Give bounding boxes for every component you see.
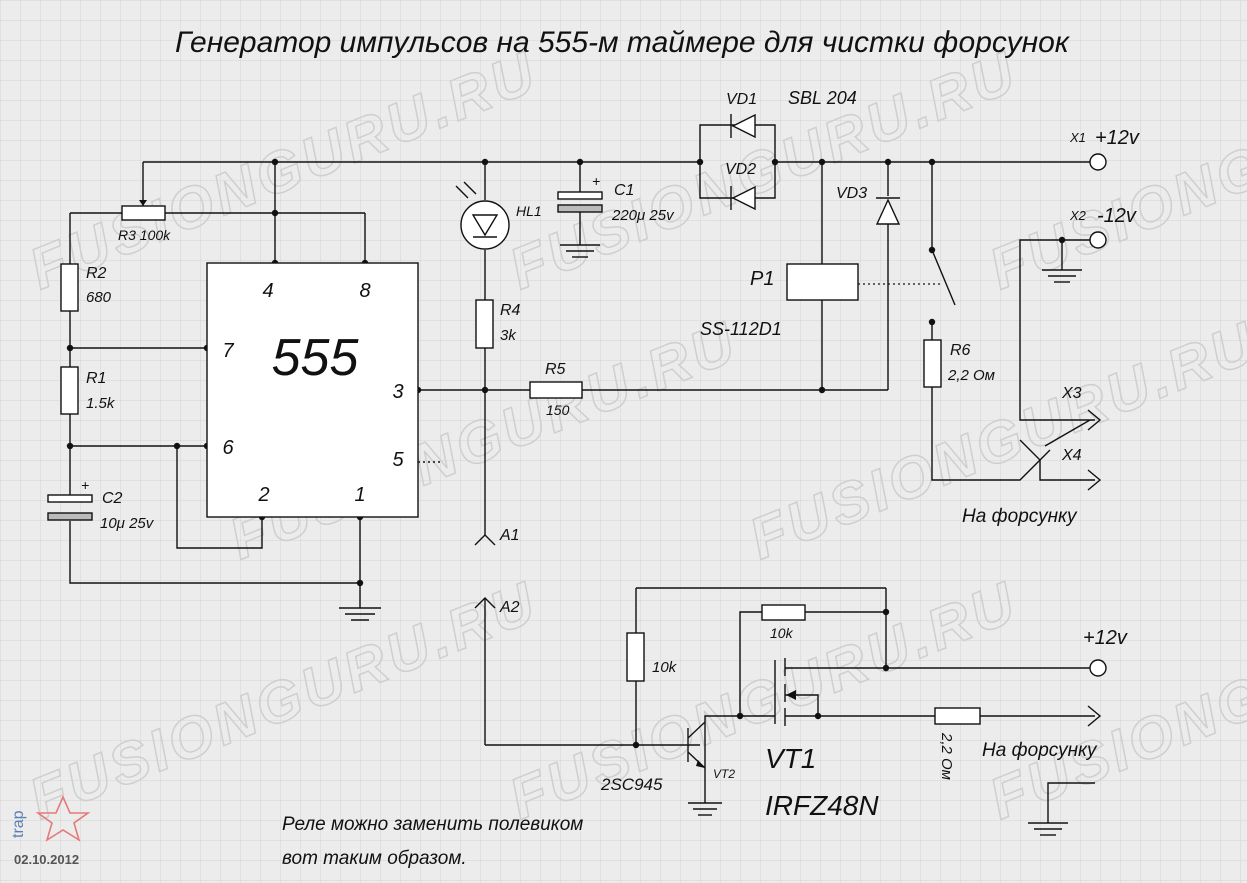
led-hl1: HL1: [455, 181, 542, 250]
resistor-load: 2,2 Ом: [934, 707, 981, 780]
svg-text:02.10.2012: 02.10.2012: [14, 852, 79, 867]
svg-text:+12v: +12v: [1095, 127, 1140, 149]
svg-text:R4: R4: [500, 302, 521, 319]
diode-bridge: VD1 VD2 SBL 204: [725, 88, 857, 211]
terminal-12v-bottom: +12v: [1083, 627, 1128, 677]
diode-vd3: VD3: [836, 185, 901, 225]
capacitor-c2: + C2 10μ 25v: [47, 477, 155, 532]
svg-text:trap: trap: [10, 810, 27, 838]
resistor-r5: R5 150: [529, 361, 583, 418]
svg-text:FUSIONGURU.RU: FUSIONGURU.RU: [21, 569, 548, 832]
resistor-gate: 10k: [761, 604, 806, 641]
svg-text:HL1: HL1: [516, 203, 542, 219]
capacitor-c1: + C1 220μ 25v: [557, 173, 675, 258]
terminal-a2: A2: [499, 599, 520, 616]
terminal-x1: X1 +12v: [1069, 127, 1140, 171]
pin-2-label: 2: [257, 484, 269, 506]
svg-text:R1: R1: [86, 370, 106, 387]
terminal-x2: X2 -12v: [1042, 205, 1137, 283]
author-stamp: trap 02.10.2012: [10, 795, 91, 867]
ic-555-label: 555: [272, 329, 360, 387]
svg-text:X4: X4: [1061, 447, 1082, 464]
svg-text:VT2: VT2: [713, 767, 735, 781]
svg-text:C2: C2: [102, 490, 123, 507]
svg-text:X3: X3: [1061, 385, 1082, 402]
wires-top: [69, 124, 1095, 608]
pin-8-label: 8: [359, 280, 370, 302]
pin-4-label: 4: [262, 280, 273, 302]
terminal-a1: A1: [474, 527, 520, 546]
svg-text:SS-112D1: SS-112D1: [700, 319, 782, 339]
svg-text:2SC945: 2SC945: [600, 775, 663, 794]
page-title: Генератор импульсов на 555-м таймере для…: [175, 26, 1071, 59]
svg-text:R5: R5: [545, 361, 566, 378]
injector-label-top: На форсунку: [962, 506, 1078, 527]
relay-contact: [931, 249, 956, 306]
resistor-r4: R4 3k: [475, 299, 521, 349]
svg-text:VD3: VD3: [836, 185, 867, 202]
svg-text:C1: C1: [614, 182, 634, 199]
svg-text:2,2 Ом: 2,2 Ом: [938, 732, 955, 780]
svg-text:A1: A1: [499, 527, 520, 544]
resistor-r6: R6 2,2 Ом: [923, 339, 995, 388]
svg-text:R3 100k: R3 100k: [118, 227, 171, 243]
resistor-r3: R3 100k: [118, 200, 171, 243]
svg-text:VD2: VD2: [725, 161, 756, 178]
star-icon: [35, 795, 91, 842]
note-line-1: Реле можно заменить полевиком: [282, 814, 583, 835]
terminal-x4: X4: [1061, 447, 1102, 491]
pin-5-label: 5: [392, 449, 404, 471]
svg-text:VT1: VT1: [765, 743, 816, 774]
svg-text:FUSIONGURU.RU: FUSIONGURU.RU: [981, 569, 1247, 832]
svg-text:R2: R2: [86, 265, 107, 282]
svg-text:10k: 10k: [770, 625, 794, 641]
svg-text:IRFZ48N: IRFZ48N: [765, 790, 879, 821]
injector-output-bottom: На форсунку: [982, 705, 1102, 761]
resistor-r1: R1 1.5k: [60, 366, 116, 415]
pin-7-label: 7: [222, 340, 234, 362]
svg-text:2,2 Ом: 2,2 Ом: [947, 367, 995, 384]
wires-bottom: [474, 587, 1095, 823]
terminal-x3: X3: [1061, 385, 1102, 431]
svg-text:1.5k: 1.5k: [86, 395, 116, 412]
pin-6-label: 6: [222, 437, 234, 459]
svg-text:FUSIONGURU.RU: FUSIONGURU.RU: [741, 309, 1247, 572]
pin-3-label: 3: [392, 381, 403, 403]
svg-text:150: 150: [546, 402, 570, 418]
ground-symbol-1: [339, 607, 381, 621]
svg-text:3k: 3k: [500, 327, 517, 344]
note-line-2: вот таким образом.: [282, 848, 467, 869]
svg-text:-12v: -12v: [1097, 205, 1137, 227]
svg-text:+: +: [592, 173, 600, 189]
mosfet-vt1: VT1 IRFZ48N: [765, 658, 879, 821]
svg-text:VD1: VD1: [726, 91, 757, 108]
svg-text:R6: R6: [950, 342, 971, 359]
svg-text:На форсунку: На форсунку: [982, 740, 1098, 761]
svg-text:220μ 25v: 220μ 25v: [611, 207, 675, 224]
transistor-vt2: 2SC945 VT2: [600, 721, 735, 816]
svg-text:+: +: [81, 477, 89, 493]
ic-555: [206, 262, 419, 518]
svg-text:+12v: +12v: [1083, 627, 1128, 649]
svg-text:680: 680: [86, 289, 112, 306]
pin-1-label: 1: [354, 484, 365, 506]
resistor-r2: R2 680: [60, 263, 112, 312]
ground-symbol-bottom: [1028, 822, 1068, 836]
svg-text:10μ 25v: 10μ 25v: [100, 515, 155, 532]
svg-text:P1: P1: [750, 268, 774, 290]
svg-text:SBL 204: SBL 204: [788, 88, 857, 108]
resistor-base: 10k: [626, 632, 678, 682]
svg-text:X2: X2: [1069, 208, 1087, 223]
relay-p1: P1 SS-112D1: [700, 263, 940, 339]
junctions-bottom: [632, 608, 890, 749]
svg-text:X1: X1: [1069, 130, 1086, 145]
svg-text:10k: 10k: [652, 659, 678, 676]
